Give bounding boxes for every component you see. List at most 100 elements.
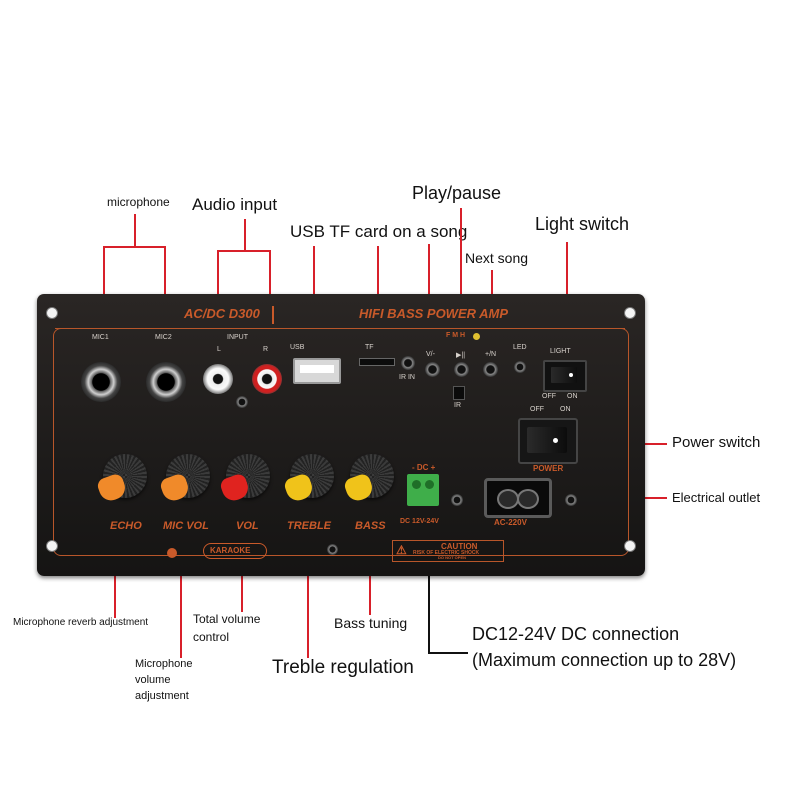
dc-terminal-screw xyxy=(425,480,434,489)
callout-line xyxy=(428,508,430,654)
mic-vol-knob[interactable] xyxy=(158,454,210,504)
dc-polarity-label: - DC + xyxy=(412,463,436,472)
mounting-hole xyxy=(624,540,636,552)
callout-line xyxy=(307,500,309,658)
karaoke-label: KARAOKE xyxy=(210,546,251,555)
next-volume-up-button[interactable] xyxy=(483,362,498,377)
tf-label: TF xyxy=(365,344,374,351)
tf-card-slot[interactable] xyxy=(359,358,395,366)
usb-label: USB xyxy=(290,344,305,351)
karaoke-badge: KARAOKE xyxy=(203,543,267,559)
rca-right-jack[interactable] xyxy=(252,364,282,394)
fm-indicator-icon xyxy=(473,333,480,340)
callout-dc-1: DC12-24V DC connection xyxy=(472,624,680,644)
ir-in-jack[interactable] xyxy=(401,356,415,370)
echo-knob[interactable] xyxy=(95,454,147,504)
callout-light-switch: Light switch xyxy=(535,214,630,234)
mic2-jack[interactable] xyxy=(146,362,186,402)
input-l-label: L xyxy=(217,346,221,353)
callout-dc-2: (Maximum connection up to 28V) xyxy=(472,650,737,670)
callout-electrical-outlet: Electrical outlet xyxy=(672,490,761,505)
caution-box: ⚠ CAUTION RISK OF ELECTRIC SHOCK DO NOT … xyxy=(392,540,504,562)
ac-outlet[interactable] xyxy=(484,478,552,518)
callout-usb-tf: USB TF card on a song xyxy=(290,222,468,241)
mic-vol-label: MIC VOL xyxy=(163,520,209,532)
caution-title: CAUTION xyxy=(441,542,478,551)
callout-mic-volume-1: Microphone xyxy=(135,658,193,670)
input-r-label: R xyxy=(263,346,269,353)
callout-mic-reverb: Microphone reverb adjustment xyxy=(13,617,149,628)
mic1-label: MIC1 xyxy=(92,334,109,341)
warning-icon: ⚠ xyxy=(396,543,407,557)
callout-treble: Treble regulation xyxy=(272,657,414,678)
vol-plus-label: +/N xyxy=(485,351,497,358)
dc-label: DC 12V-24V xyxy=(400,518,439,525)
dc-terminal-screw xyxy=(412,480,421,489)
treble-label: TREBLE xyxy=(287,520,331,532)
light-switch-rocker xyxy=(551,367,577,383)
microphone-icon xyxy=(167,548,177,558)
dc-terminal-block[interactable] xyxy=(407,474,439,506)
power-switch-rocker xyxy=(527,427,567,453)
light-label: LIGHT xyxy=(550,348,571,355)
ir-receiver xyxy=(453,386,465,400)
mic1-jack[interactable] xyxy=(81,362,121,402)
vol-minus-label: V/- xyxy=(426,351,435,358)
caution-line2: DO NOT OPEN xyxy=(438,555,467,560)
callout-audio-input: Audio input xyxy=(192,195,278,214)
amplifier-panel: AC/DC D300 HIFI BASS POWER AMP MIC1 MIC2… xyxy=(37,294,645,576)
power-switch-dot-icon xyxy=(553,438,558,443)
title-rule xyxy=(55,328,625,329)
ir-in-label: IR IN xyxy=(399,374,415,381)
bass-label: BASS xyxy=(355,520,386,532)
callout-mic-volume-3: adjustment xyxy=(135,690,189,702)
usb-port[interactable] xyxy=(293,358,341,384)
callout-mic-volume-2: volume xyxy=(135,674,171,686)
vol-label: VOL xyxy=(236,520,259,532)
caution-line1: RISK OF ELECTRIC SHOCK xyxy=(413,550,480,556)
mic2-label: MIC2 xyxy=(155,334,172,341)
callout-line xyxy=(428,652,468,654)
vol-knob[interactable] xyxy=(218,454,270,504)
led-indicator xyxy=(514,361,526,373)
ir-label: IR xyxy=(454,402,461,409)
ac-label: AC-220V xyxy=(494,518,527,527)
power-switch[interactable] xyxy=(518,418,578,464)
callout-line xyxy=(460,208,462,358)
bass-knob[interactable] xyxy=(342,454,394,504)
play-pause-label: ▶|| xyxy=(456,352,466,359)
callout-next-song: Next song xyxy=(465,250,529,266)
mounting-hole xyxy=(46,540,58,552)
callout-play-pause: Play/pause xyxy=(412,183,502,203)
ac-outlet-socket-left xyxy=(497,489,519,509)
rca-left-jack[interactable] xyxy=(203,364,233,394)
screw-icon xyxy=(451,494,463,506)
callout-total-volume-2: control xyxy=(193,630,230,644)
callout-bass-tuning: Bass tuning xyxy=(334,615,408,631)
screw-icon xyxy=(565,494,577,506)
light-switch-dot-icon xyxy=(569,373,573,377)
title-divider xyxy=(272,306,274,324)
callout-line xyxy=(180,500,182,658)
light-on-label: ON xyxy=(567,393,578,400)
echo-label: ECHO xyxy=(110,520,142,532)
panel-title: HIFI BASS POWER AMP xyxy=(359,306,509,321)
power-on-label: ON xyxy=(560,406,571,413)
play-pause-button[interactable] xyxy=(454,362,469,377)
callout-microphone: microphone xyxy=(107,195,170,209)
screw-icon xyxy=(236,396,248,408)
callout-power-switch: Power switch xyxy=(672,434,761,451)
led-label: LED xyxy=(513,344,527,351)
previous-volume-down-button[interactable] xyxy=(425,362,440,377)
power-label: POWER xyxy=(533,464,564,473)
treble-knob[interactable] xyxy=(282,454,334,504)
mounting-hole xyxy=(46,307,58,319)
screw-icon xyxy=(327,544,338,555)
model-label: AC/DC D300 xyxy=(184,306,260,321)
usb-port-tongue xyxy=(300,365,334,373)
light-switch[interactable] xyxy=(543,360,587,392)
power-off-label: OFF xyxy=(530,406,544,413)
ac-outlet-socket-right xyxy=(517,489,539,509)
callout-line xyxy=(244,219,246,251)
mounting-hole xyxy=(624,307,636,319)
